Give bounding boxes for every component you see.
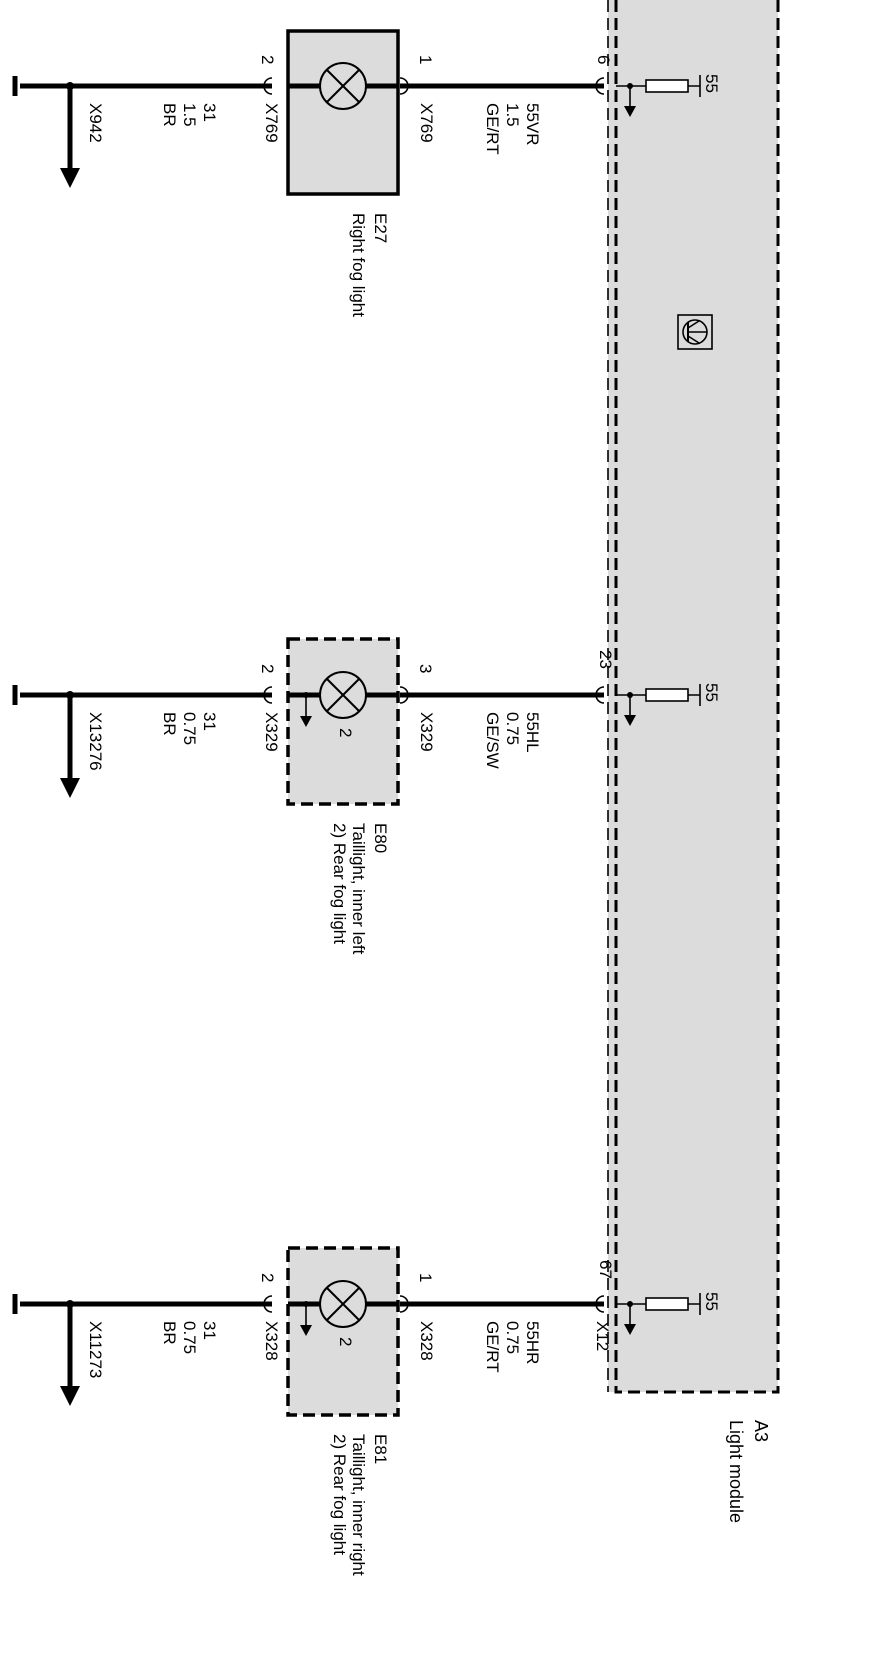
signal-color-label: GE/SW bbox=[483, 712, 502, 769]
pin-in-label: 1 bbox=[416, 55, 435, 64]
lamp-icon bbox=[319, 62, 367, 110]
connector-out-label: X329 bbox=[262, 712, 281, 752]
connector-in-label: X328 bbox=[417, 1321, 436, 1361]
module-fuse-icon bbox=[616, 1293, 701, 1335]
connector-pin-icon bbox=[595, 686, 605, 704]
lamp-icon bbox=[319, 671, 367, 719]
ground-point-label: X942 bbox=[86, 103, 105, 143]
connector-pin-icon bbox=[399, 1295, 409, 1313]
lamp-icon bbox=[319, 1280, 367, 1328]
module-connector-label: X12 bbox=[593, 1321, 612, 1351]
signal-size-label: 0.75 bbox=[503, 1321, 522, 1354]
connector-pin-icon bbox=[595, 1295, 605, 1313]
pin-in-label: 1 bbox=[416, 1273, 435, 1282]
component-id-label: E81 bbox=[371, 1434, 390, 1464]
lamp-ground-icon bbox=[300, 1301, 312, 1336]
connector-pin-icon bbox=[263, 77, 273, 95]
connector-in-label: X329 bbox=[417, 712, 436, 752]
signal-size-label: 1.5 bbox=[503, 103, 522, 127]
ground-num-label: 31 bbox=[200, 103, 219, 122]
connector-pin-icon bbox=[595, 77, 605, 95]
lamp-sub-label: 2 bbox=[336, 728, 355, 737]
component-name-label: Taillight, inner left bbox=[349, 823, 368, 955]
module-fuse-icon bbox=[616, 75, 701, 117]
connector-in-label: X769 bbox=[417, 103, 436, 143]
ground-size-label: 1.5 bbox=[180, 103, 199, 127]
component-name-label: Taillight, inner right bbox=[349, 1434, 368, 1576]
signal-label: 55HL bbox=[523, 712, 542, 753]
pin-out-label: 2 bbox=[258, 55, 277, 64]
connector-pin-icon bbox=[399, 77, 409, 95]
connector-out-label: X328 bbox=[262, 1321, 281, 1361]
circuit-right-fog: 55 2 1 6 55VR 1.5 GE/RT X769 X769 31 1.5… bbox=[12, 29, 721, 317]
transistor-icon bbox=[677, 314, 713, 350]
connector-pin-icon bbox=[399, 686, 409, 704]
module-fuse-icon bbox=[616, 684, 701, 726]
signal-label: 55HR bbox=[523, 1321, 542, 1364]
module-terminal-label: 55 bbox=[702, 1292, 721, 1311]
component-box-e27 bbox=[286, 29, 400, 196]
component-id-label: E80 bbox=[371, 823, 390, 853]
connector-pin-icon bbox=[263, 686, 273, 704]
module-pin-label: 67 bbox=[596, 1260, 615, 1279]
connector-out-label: X769 bbox=[262, 103, 281, 143]
signal-label: 55VR bbox=[523, 103, 542, 146]
signal-size-label: 0.75 bbox=[503, 712, 522, 745]
module-terminal-label: 55 bbox=[702, 683, 721, 702]
pin-in-label: 3 bbox=[416, 664, 435, 673]
lamp-sub-label: 2 bbox=[336, 1337, 355, 1346]
lamp-ground-icon bbox=[300, 692, 312, 727]
light-module: A3 Light module bbox=[607, 0, 780, 1523]
module-name: Light module bbox=[726, 1420, 746, 1523]
circuit-inner-left: 2 55 2 3 23 55HL 0.75 GE/SW X329 X329 31… bbox=[12, 637, 721, 955]
connector-pin-icon bbox=[263, 1295, 273, 1313]
ground-color-label: BR bbox=[160, 712, 179, 736]
component-box-e81 bbox=[286, 1246, 400, 1417]
ground-num-label: 31 bbox=[200, 712, 219, 731]
component-id-label: E27 bbox=[371, 213, 390, 243]
signal-color-label: GE/RT bbox=[483, 103, 502, 155]
component-name-label: Right fog light bbox=[349, 213, 368, 317]
ground-point-label: X13276 bbox=[86, 712, 105, 771]
pin-out-label: 2 bbox=[258, 1273, 277, 1282]
ground-size-label: 0.75 bbox=[180, 712, 199, 745]
circuit-inner-right: 2 55 2 1 67 X12 55HR 0.75 GE/RT X328 X32… bbox=[12, 1246, 721, 1576]
component-subname-label: 2) Rear fog light bbox=[330, 1434, 349, 1555]
ground-arrow-icon bbox=[60, 1304, 80, 1406]
signal-color-label: GE/RT bbox=[483, 1321, 502, 1373]
ground-color-label: BR bbox=[160, 103, 179, 127]
pin-out-label: 2 bbox=[258, 664, 277, 673]
ground-color-label: BR bbox=[160, 1321, 179, 1345]
ground-point-label: X11273 bbox=[86, 1321, 105, 1378]
ground-size-label: 0.75 bbox=[180, 1321, 199, 1354]
module-pin-label: 23 bbox=[596, 650, 615, 669]
ground-arrow-icon bbox=[60, 86, 80, 188]
module-id: A3 bbox=[751, 1420, 771, 1442]
module-pin-label: 6 bbox=[594, 55, 613, 64]
ground-arrow-icon bbox=[60, 695, 80, 798]
module-terminal-label: 55 bbox=[702, 74, 721, 93]
component-subname-label: 2) Rear fog light bbox=[330, 823, 349, 944]
ground-num-label: 31 bbox=[200, 1321, 219, 1340]
